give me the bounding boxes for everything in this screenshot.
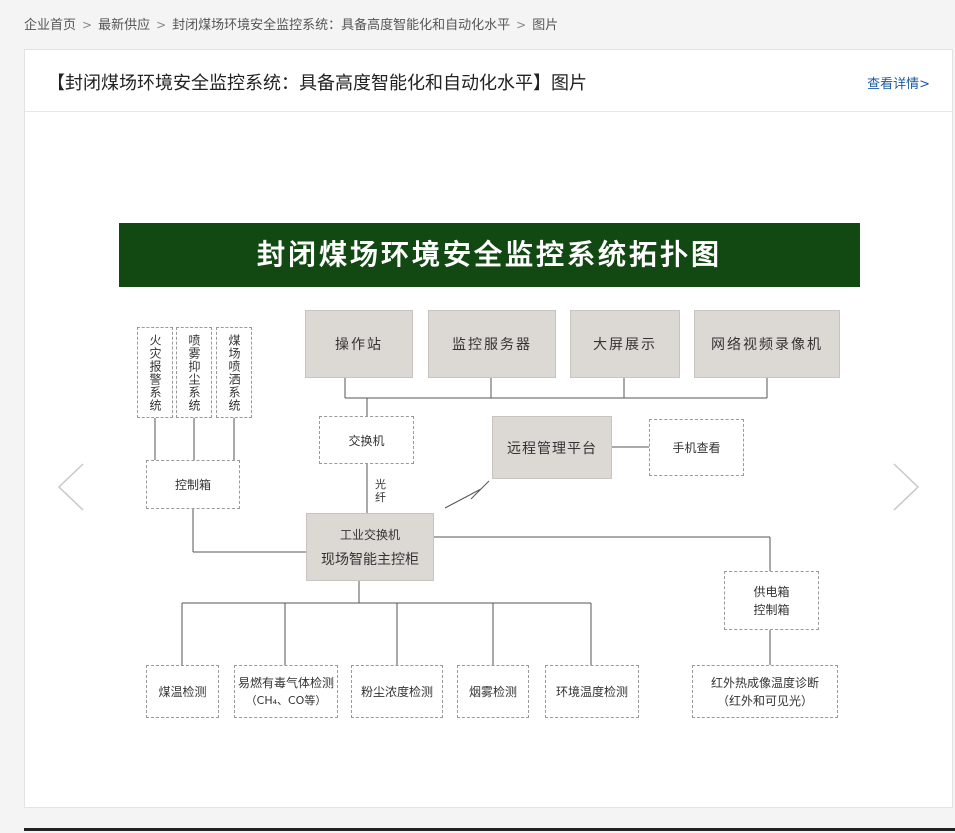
dust-detection-box: 粉尘浓度检测 bbox=[351, 665, 443, 718]
main-cabinet-box: 工业交换机 现场智能主控柜 bbox=[306, 513, 434, 581]
gas-detection-box: 易燃有毒气体检测 （CH₄、CO等） bbox=[234, 665, 338, 718]
fire-alarm-box: 火灾报警系统 bbox=[137, 327, 173, 418]
infrared-line2: （红外和可见光） bbox=[716, 693, 813, 708]
infrared-line1: 红外热成像温度诊断 bbox=[710, 675, 819, 690]
coal-temp-box: 煤温检测 bbox=[146, 665, 219, 718]
phone-view-box: 手机查看 bbox=[649, 419, 744, 476]
spray-dust-box: 喷雾抑尘系统 bbox=[176, 327, 212, 418]
connection-lines bbox=[154, 378, 771, 665]
breadcrumb: 企业首页 > 最新供应 > 封闭煤场环境安全监控系统：具备高度智能化和自动化水平 > 图片 bbox=[24, 14, 558, 33]
power-control-box: 供电箱 控制箱 bbox=[724, 571, 819, 630]
switch-box: 交换机 bbox=[319, 416, 414, 464]
monitoring-server-box: 监控服务器 bbox=[428, 310, 556, 378]
chevron-right-icon: > bbox=[82, 18, 93, 32]
breadcrumb-latest-supply[interactable]: 最新供应 bbox=[98, 18, 151, 33]
topology-image: 封闭煤场环境安全监控系统拓扑图 bbox=[119, 223, 860, 733]
page-title: 【封闭煤场环境安全监控系统：具备高度智能化和自动化水平】图片 bbox=[47, 73, 587, 94]
chevron-left-icon[interactable] bbox=[57, 462, 87, 512]
image-viewer: 封闭煤场环境安全监控系统拓扑图 bbox=[25, 112, 952, 807]
remote-platform-box: 远程管理平台 bbox=[492, 416, 612, 479]
diagram-title: 封闭煤场环境安全监控系统拓扑图 bbox=[119, 223, 860, 287]
breadcrumb-product[interactable]: 封闭煤场环境安全监控系统：具备高度智能化和自动化水平 bbox=[172, 18, 511, 33]
breadcrumb-home[interactable]: 企业首页 bbox=[24, 18, 77, 33]
breadcrumb-current: 图片 bbox=[532, 18, 559, 33]
big-screen-box: 大屏展示 bbox=[570, 310, 680, 378]
infrared-box: 红外热成像温度诊断 （红外和可见光） bbox=[692, 665, 838, 718]
power-box-line1: 供电箱 bbox=[753, 584, 790, 599]
control-box: 控制箱 bbox=[146, 460, 240, 509]
gas-box-line2: （CH₄、CO等） bbox=[245, 693, 327, 707]
chevron-right-icon[interactable] bbox=[890, 462, 920, 512]
panel-header: 【封闭煤场环境安全监控系统：具备高度智能化和自动化水平】图片 查看详情> bbox=[25, 50, 952, 112]
main-cabinet-line2: 现场智能主控柜 bbox=[321, 551, 419, 568]
view-details-link[interactable]: 查看详情> bbox=[867, 77, 930, 92]
env-temp-box: 环境温度检测 bbox=[545, 665, 639, 718]
smoke-detection-box: 烟雾检测 bbox=[457, 665, 529, 718]
operator-station-box: 操作站 bbox=[305, 310, 413, 378]
gas-box-line1: 易燃有毒气体检测 bbox=[237, 675, 334, 690]
bottom-divider bbox=[24, 828, 955, 831]
fiber-label: 光纤 bbox=[375, 478, 386, 504]
chevron-right-icon: > bbox=[156, 18, 167, 32]
image-panel: 【封闭煤场环境安全监控系统：具备高度智能化和自动化水平】图片 查看详情> 封闭煤… bbox=[24, 49, 953, 808]
chevron-right-icon: > bbox=[516, 18, 527, 32]
power-box-line2: 控制箱 bbox=[753, 602, 790, 617]
nvr-box: 网络视频录像机 bbox=[694, 310, 840, 378]
coal-spray-box: 煤场喷洒系统 bbox=[216, 327, 252, 418]
main-cabinet-line1: 工业交换机 bbox=[339, 527, 400, 542]
